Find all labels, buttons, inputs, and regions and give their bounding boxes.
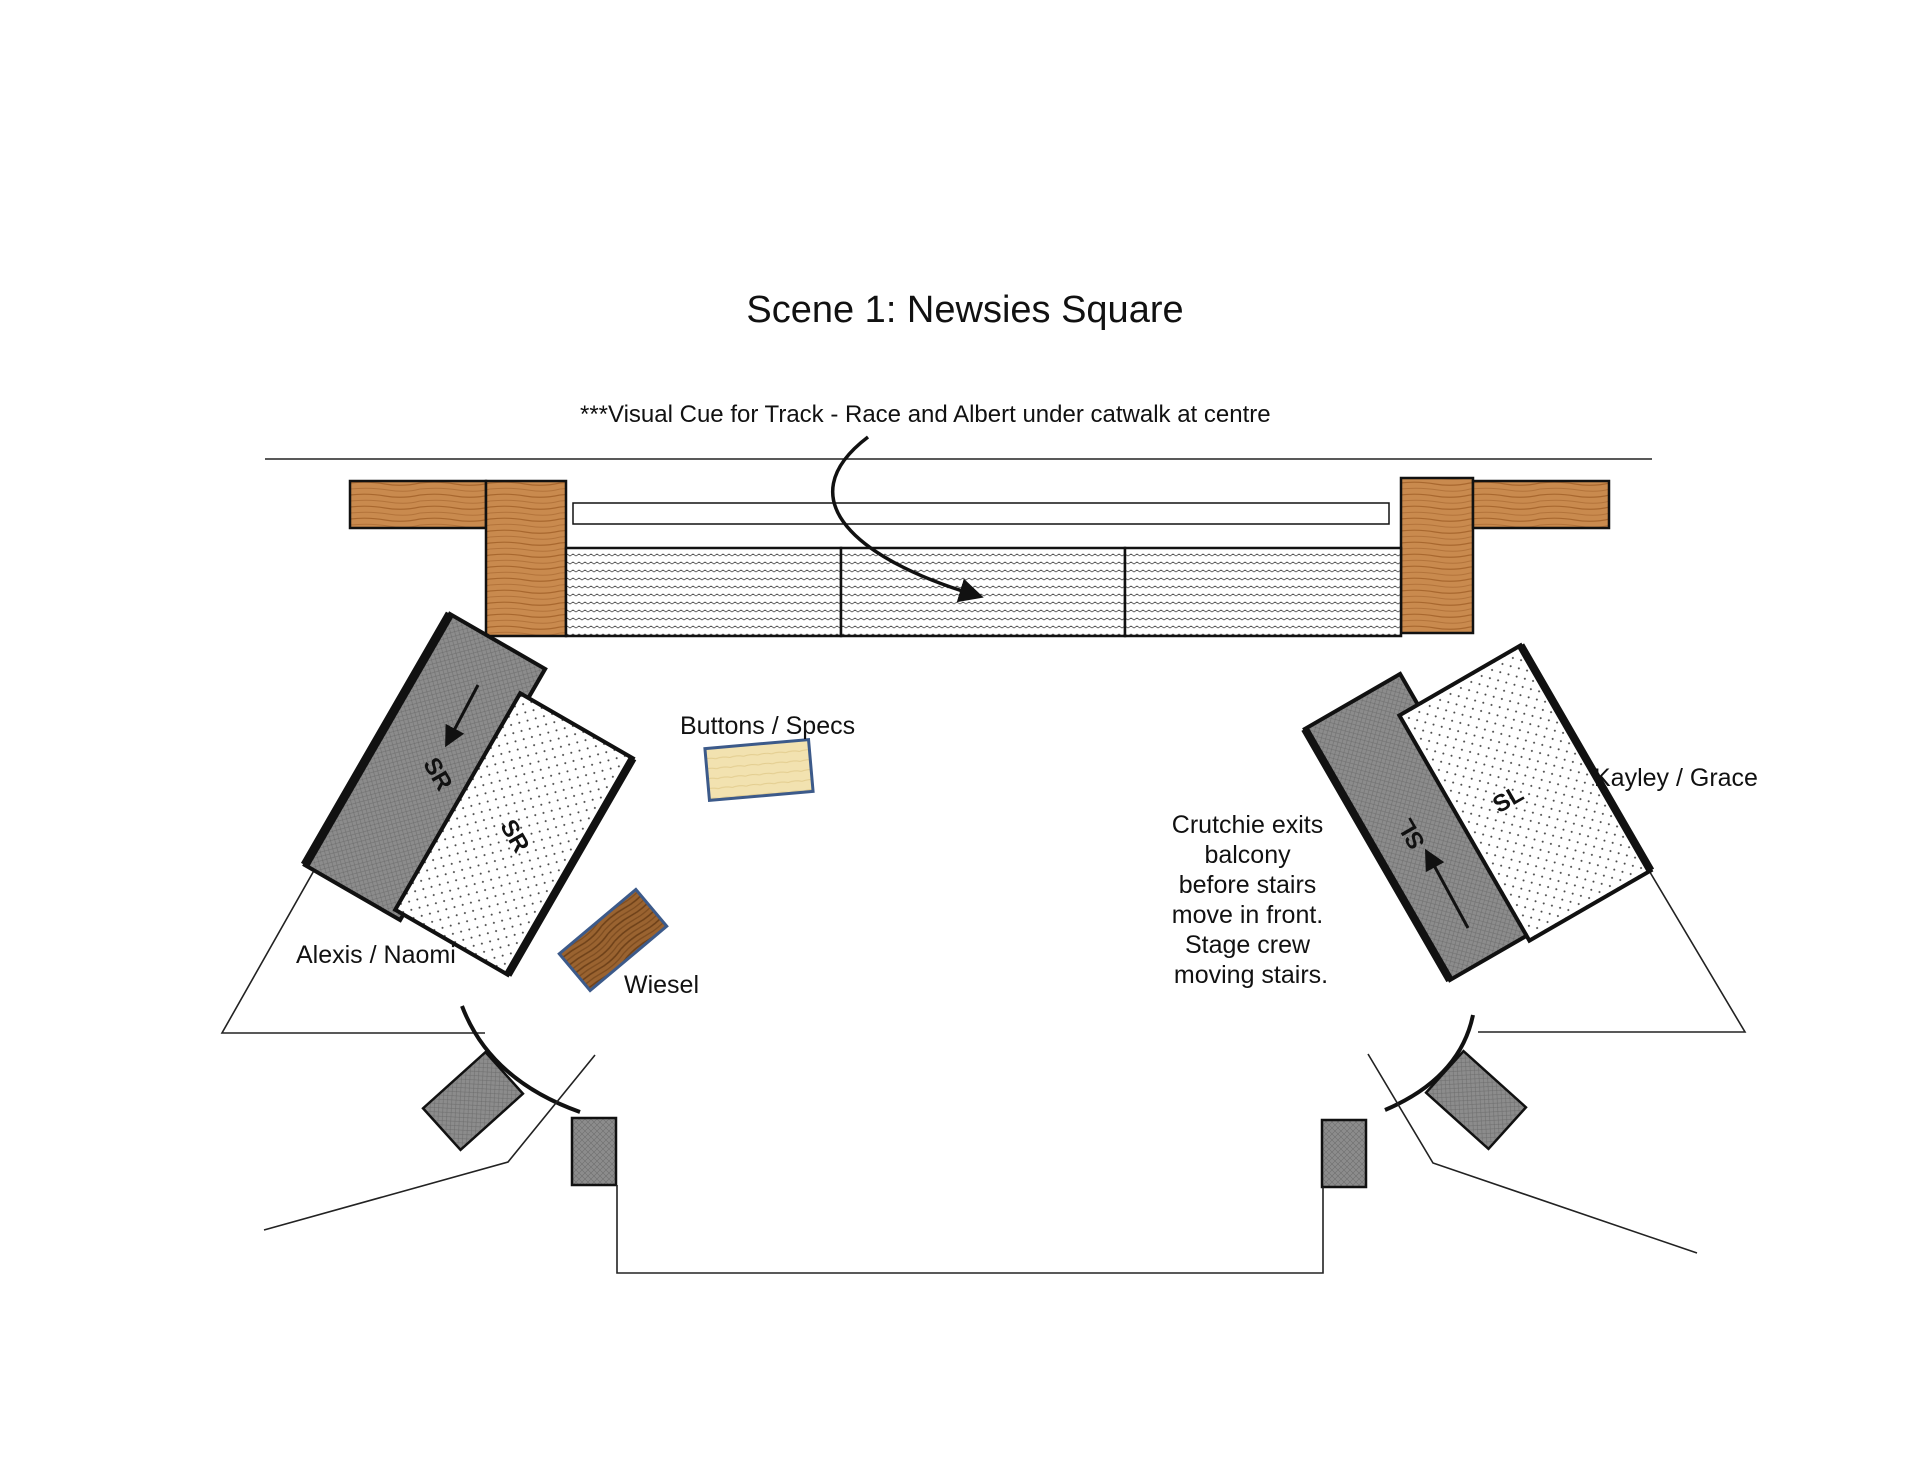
label-kayley-grace: Kayley / Grace bbox=[1594, 764, 1758, 792]
stair-unit-sl-light bbox=[1396, 642, 1655, 944]
crutchie-note-line: moving stairs. bbox=[1174, 961, 1328, 989]
crutchie-note-line: balcony bbox=[1204, 841, 1291, 869]
visual-cue-note: ***Visual Cue for Track - Race and Alber… bbox=[580, 401, 1271, 428]
sl-direction-arrow bbox=[1424, 848, 1470, 929]
proscenium-arc-left bbox=[460, 1005, 581, 1114]
wood-tower-right bbox=[1399, 476, 1475, 635]
label-alexis-naomi: Alexis / Naomi bbox=[296, 941, 456, 969]
crutchie-note-line: Stage crew bbox=[1185, 931, 1311, 959]
wood-tower-left bbox=[484, 479, 568, 638]
crutchie-note: Crutchie exits balcony before stairs mov… bbox=[1172, 811, 1330, 989]
wiesel-crate bbox=[557, 887, 669, 993]
wing-flat-right bbox=[1424, 1049, 1528, 1151]
platform-section-left bbox=[564, 546, 843, 638]
wood-ledge-left bbox=[348, 479, 488, 530]
platform-section-right bbox=[1123, 546, 1403, 638]
cue-arrow bbox=[831, 435, 984, 603]
wing-line-right bbox=[1367, 1053, 1698, 1254]
wing-line-left bbox=[263, 1054, 596, 1231]
buttons-specs-crate bbox=[703, 737, 815, 803]
crutchie-note-line: Crutchie exits bbox=[1172, 811, 1323, 839]
proscenium-arc-right bbox=[1384, 1014, 1475, 1112]
catwalk bbox=[572, 502, 1390, 525]
crutchie-note-line: before stairs bbox=[1179, 871, 1317, 899]
label-buttons-specs: Buttons / Specs bbox=[680, 712, 855, 740]
crutchie-note-line: move in front. bbox=[1172, 901, 1323, 929]
sr-direction-arrow bbox=[445, 684, 480, 748]
label-wiesel: Wiesel bbox=[624, 971, 699, 999]
pillar-right bbox=[1320, 1118, 1368, 1189]
stair-unit-sr-light bbox=[392, 690, 637, 978]
apron-edge bbox=[616, 1185, 1324, 1274]
page-title: Scene 1: Newsies Square bbox=[746, 289, 1183, 331]
wing-flat-left bbox=[421, 1050, 525, 1152]
wood-ledge-right bbox=[1471, 479, 1611, 530]
platform-section-centre bbox=[839, 546, 1127, 638]
pillar-left bbox=[570, 1116, 618, 1187]
